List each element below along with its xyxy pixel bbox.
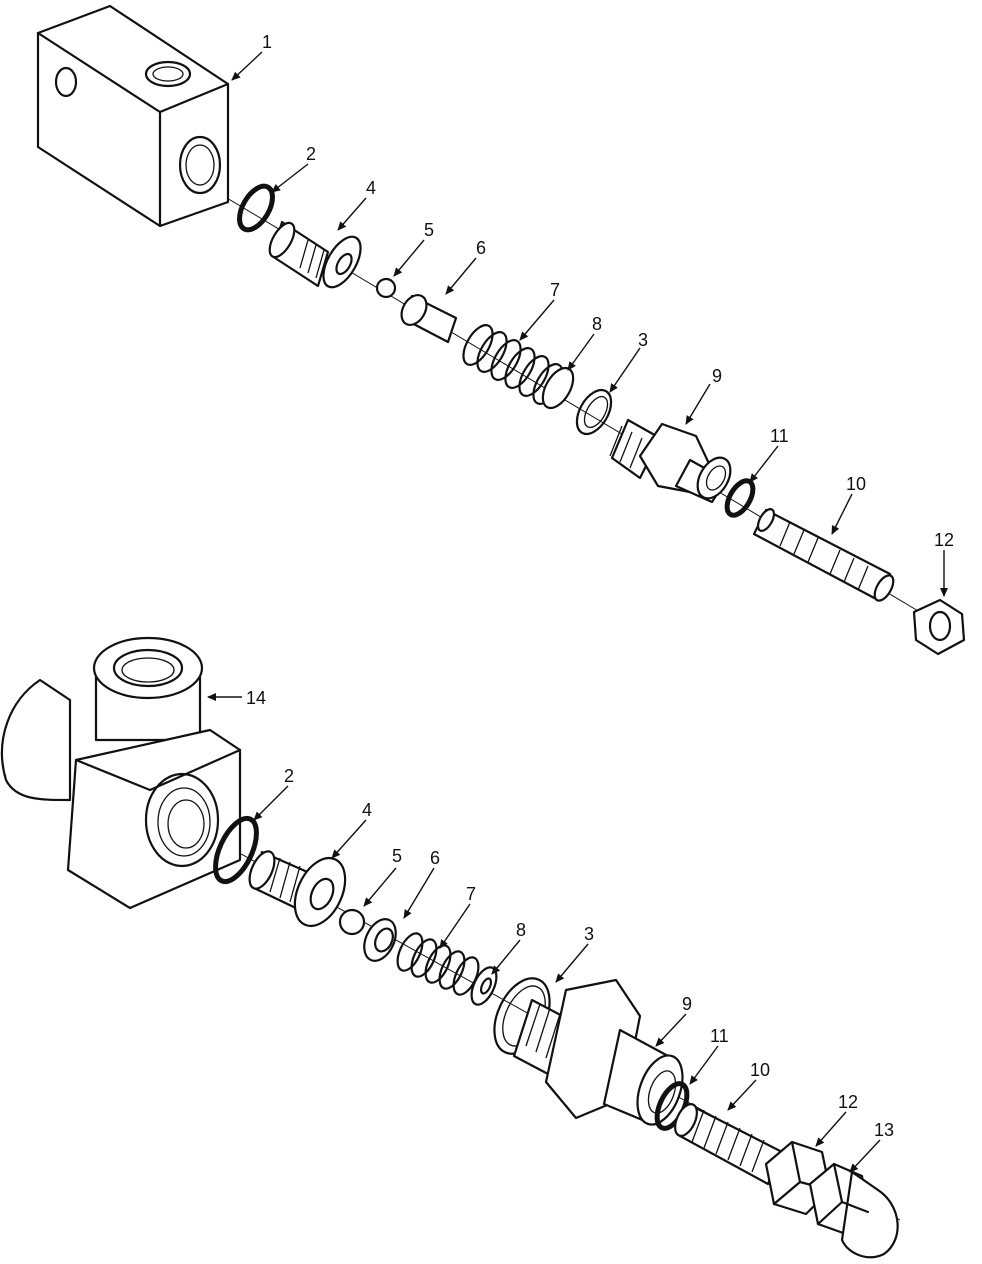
upper-assembly: 1 2 4 5 6 7 8 3 9 11 10 12 xyxy=(36,4,966,656)
lower-callout-9: 9 xyxy=(682,994,692,1014)
upper-part-9-adjuster-housing xyxy=(609,418,732,504)
lower-callouts: 14 2 4 5 6 7 8 3 9 11 10 12 13 xyxy=(246,688,894,1140)
lower-part-13-cap-nut xyxy=(808,1162,899,1259)
lower-part-5-ball xyxy=(338,908,366,936)
upper-part-2-o-ring xyxy=(237,183,275,233)
lower-part-6-poppet xyxy=(363,918,397,962)
upper-callout-1: 1 xyxy=(262,32,272,52)
lower-part-4-valve-seat xyxy=(248,850,347,928)
upper-part-12-nut xyxy=(912,598,966,656)
upper-part-4-valve-seat xyxy=(268,220,362,289)
upper-callout-4: 4 xyxy=(366,178,376,198)
upper-callout-11: 11 xyxy=(770,426,789,446)
upper-callout-7: 7 xyxy=(550,280,560,300)
lower-callout-2: 2 xyxy=(284,766,294,786)
lower-callout-6: 6 xyxy=(430,848,440,868)
upper-callout-5: 5 xyxy=(424,220,434,240)
lower-part-10-adjusting-screw xyxy=(674,1103,784,1186)
lower-assembly: 14 2 4 5 6 7 8 3 9 11 10 12 13 xyxy=(1,636,901,1259)
upper-part-7-spring xyxy=(462,324,564,405)
lower-callout-7: 7 xyxy=(466,884,476,904)
lower-callout-3: 3 xyxy=(584,924,594,944)
lower-callout-14: 14 xyxy=(246,688,266,708)
lower-callout-12: 12 xyxy=(838,1092,858,1112)
upper-leader-lines xyxy=(231,51,948,597)
lower-part-7-spring xyxy=(396,932,480,996)
lower-callout-13: 13 xyxy=(874,1120,894,1140)
upper-callouts: 1 2 4 5 6 7 8 3 9 11 10 12 xyxy=(262,32,954,550)
upper-part-10-adjusting-screw xyxy=(752,508,895,602)
upper-callout-10: 10 xyxy=(846,474,866,494)
lower-part-2-o-ring xyxy=(213,815,259,885)
lower-callout-8: 8 xyxy=(516,920,526,940)
upper-callout-8: 8 xyxy=(592,314,602,334)
lower-callout-4: 4 xyxy=(362,800,372,820)
upper-part-5-ball xyxy=(375,277,397,299)
upper-callout-2: 2 xyxy=(306,144,316,164)
upper-part-6-poppet xyxy=(400,293,458,344)
lower-part-14-tee-body xyxy=(1,636,242,910)
upper-part-1-valve-body xyxy=(36,4,230,228)
upper-callout-12: 12 xyxy=(934,530,954,550)
upper-callout-9: 9 xyxy=(712,366,722,386)
lower-part-9-adjuster-housing xyxy=(512,978,684,1126)
upper-callout-3: 3 xyxy=(638,330,648,350)
lower-callout-11: 11 xyxy=(710,1026,729,1046)
lower-callout-5: 5 xyxy=(392,846,402,866)
upper-part-3-washer xyxy=(575,388,613,436)
lower-leader-lines xyxy=(207,693,881,1173)
upper-callout-6: 6 xyxy=(476,238,486,258)
lower-callout-10: 10 xyxy=(750,1060,770,1080)
